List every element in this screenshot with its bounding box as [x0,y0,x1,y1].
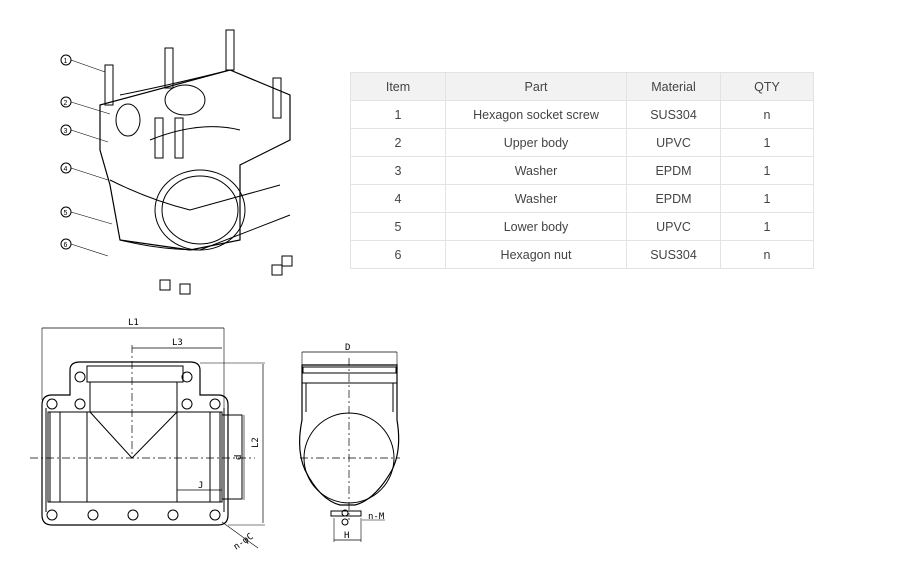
dim-l2: L2 [251,437,261,448]
nut-icons [159,255,293,295]
cell-part: Hexagon socket screw [445,100,627,129]
cell-material: EPDM [626,156,721,185]
callout-5: 5 [60,206,113,225]
dim-d: d [234,455,244,460]
bolt-icon [74,398,86,410]
cell-item: 5 [350,212,446,241]
callout-3: 3 [60,124,109,143]
screw-icons [104,29,282,159]
svg-text:6: 6 [64,242,68,249]
bolt-icon [181,398,193,410]
cell-part: Upper body [445,128,627,157]
exploded-view: 1 2 3 4 5 6 [60,29,293,295]
callouts: 1 2 3 4 5 6 [60,54,113,257]
bolt-icon [181,371,193,383]
cell-item: 1 [350,100,446,129]
dim-hole: n-φC [232,532,256,553]
cell-qty: n [720,240,814,269]
cell-item: 2 [350,128,446,157]
table-header-row: Item Part Material QTY [350,72,814,101]
dim-j: J [198,481,203,491]
dim-D: D [345,343,350,353]
header-qty: QTY [720,72,814,101]
bolt-icon [209,509,221,521]
dim-l3: L3 [172,338,183,348]
dim-nm: n-M [368,512,385,522]
cell-part: Washer [445,184,627,213]
callout-6: 6 [60,238,109,257]
svg-text:1: 1 [64,58,68,65]
bolt-icon [209,398,221,410]
cell-qty: 1 [720,212,814,241]
callout-4: 4 [60,162,109,181]
cell-part: Hexagon nut [445,240,627,269]
cell-item: 3 [350,156,446,185]
cell-qty: 1 [720,184,814,213]
bolt-icon [87,509,99,521]
cell-material: UPVC [626,128,721,157]
svg-text:5: 5 [64,210,68,217]
svg-text:2: 2 [64,100,68,107]
bolt-icon [167,509,179,521]
cell-material: SUS304 [626,240,721,269]
cell-qty: 1 [720,128,814,157]
svg-text:4: 4 [64,166,68,173]
bolt-icons [46,371,221,521]
callout-2: 2 [60,96,111,115]
cell-material: EPDM [626,184,721,213]
cell-item: 6 [350,240,446,269]
bolt-icon [74,371,86,383]
svg-text:3: 3 [64,128,68,135]
bolt-icon [127,509,139,521]
front-view: L1 L3 L2 d J n-φC [30,318,265,552]
cell-item: 4 [350,184,446,213]
dim-H: H [344,531,349,541]
side-view: D H n-M [299,343,400,542]
header-item: Item [350,72,446,101]
dim-l1: L1 [128,318,139,328]
bolt-icon [46,398,58,410]
bolt-icon [46,509,58,521]
callout-1: 1 [60,54,106,73]
